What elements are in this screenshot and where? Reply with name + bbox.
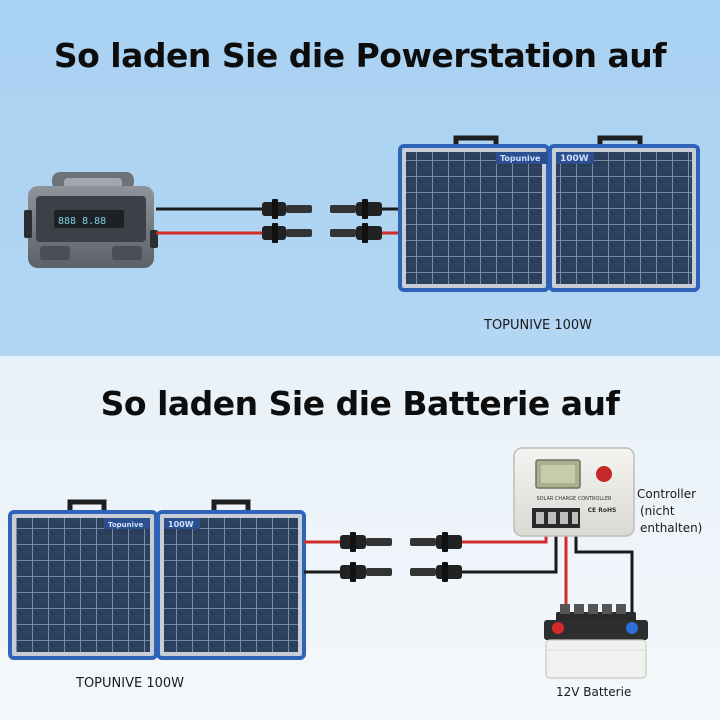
power-station: 888 8.88 xyxy=(24,172,158,268)
panel-brand-top: Topunive xyxy=(500,154,541,163)
charge-controller xyxy=(513,447,635,537)
controller-device-text: SOLAR CHARGE CONTROLLER xyxy=(536,496,612,502)
panel-caption-top: TOPUNIVE 100W xyxy=(484,318,592,333)
mc4-connector-negative-left xyxy=(262,199,312,219)
top-cables xyxy=(156,199,404,243)
mc4-connector-bottom-3 xyxy=(410,532,462,552)
battery xyxy=(544,604,648,679)
mc4-connector-bottom-1 xyxy=(340,532,392,552)
solar-panel-bottom xyxy=(8,499,306,660)
mc4-connector-positive-right xyxy=(330,223,382,243)
battery-heading: So laden Sie die Batterie auf xyxy=(100,384,620,423)
mc4-connector-positive-left xyxy=(262,223,312,243)
solar-panel-top xyxy=(398,135,700,292)
mc4-connector-negative-right xyxy=(330,199,382,219)
panel-brand-bottom: Topunive xyxy=(108,521,144,529)
mc4-connector-bottom-2 xyxy=(340,562,392,582)
controller-badge: CE RoHS xyxy=(588,507,617,514)
panel-power-top: 100W xyxy=(560,154,589,164)
panel-power-bottom: 100W xyxy=(168,520,194,529)
panel-caption-bottom: TOPUNIVE 100W xyxy=(76,676,184,691)
mc4-connector-bottom-4 xyxy=(410,562,462,582)
battery-label: 12V Batterie xyxy=(556,685,632,699)
controller-label-line2: (nicht xyxy=(640,504,675,518)
controller-label-line1: Controller xyxy=(637,487,697,501)
controller-label: Controller (nicht enthalten) xyxy=(637,486,702,537)
controller-label-line3: enthalten) xyxy=(640,521,703,535)
svg-text:888 8.88: 888 8.88 xyxy=(58,216,106,227)
powerstation-heading: So laden Sie die Powerstation auf xyxy=(53,36,667,75)
bottom-cables xyxy=(304,530,634,624)
